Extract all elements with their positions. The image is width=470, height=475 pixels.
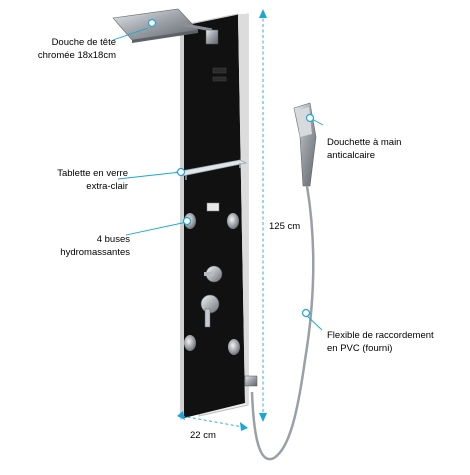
label-glass-shelf: Tablette en verre extra-clair <box>57 168 128 192</box>
width-dimension-label: 22 cm <box>190 430 216 441</box>
callout-dot-hose <box>301 308 311 318</box>
shower-head-face <box>132 30 198 43</box>
panel-left-edge <box>180 25 184 420</box>
control-display <box>206 202 220 212</box>
callout-dot-head <box>147 18 157 28</box>
callout-dot-jets <box>182 216 192 226</box>
width-dimension-line <box>181 415 244 428</box>
panel-glass <box>184 14 245 418</box>
panel-edge <box>238 14 248 405</box>
callout-dot-shelf <box>176 167 186 177</box>
label-jets: 4 buses hydromassantes <box>60 234 130 258</box>
label-shower-head: Douche de tête chromée 18x18cm <box>37 37 116 61</box>
shower-arm-mount <box>205 29 219 45</box>
callout-dot-handshower <box>305 113 315 123</box>
label-hand-shower: Douchette à main anticalcaire <box>327 137 402 161</box>
mixer-lever <box>204 308 211 328</box>
hose <box>250 185 315 461</box>
shower-arm <box>179 22 213 32</box>
label-hose: Flexible de raccordement en PVC (fourni) <box>327 330 434 354</box>
jet-lower-right <box>228 339 240 355</box>
jet-upper-right <box>227 213 239 229</box>
jet-lower-left <box>184 335 196 351</box>
height-dimension-label: 125 cm <box>269 221 301 232</box>
